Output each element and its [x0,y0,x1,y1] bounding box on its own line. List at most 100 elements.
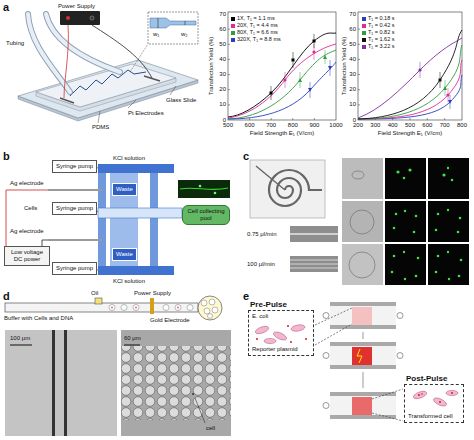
tick-label: 10 [219,101,226,108]
legend-swatch [362,17,366,21]
cell-space [408,387,460,413]
part-label: Gold Electrode [150,317,190,324]
legend-item: 320X, T₁ = 8.8 ms [231,36,281,43]
part-label: Tubing [6,40,24,47]
axis-title: Transfection Yield (%) [208,37,215,95]
tick-label: 500 [223,122,233,129]
inset-heading: Post-Pulse [404,374,464,384]
inset-heading: Pre-Pulse [248,300,314,310]
part-label: Buffer with Cells and DNA [4,315,73,322]
part-label: Glass Slide [166,97,196,104]
tick-label: 500 [405,122,415,129]
part-label: PDMS [92,124,109,131]
legend-text: T₁ = 0.42 s [368,22,394,28]
part-label: Ag electrode [10,180,44,187]
tick-label: 50 [349,41,356,48]
legend-item: 20X, T₁ = 4.4 ms [231,22,278,29]
tick-label: 700 [440,122,450,129]
syringe-pump: Syringe pump [52,202,97,215]
pre-pulse-inset: Pre-PulseE. coliReporter plasmid [248,300,314,356]
waste-reservoir: Waste [112,183,137,196]
tick-label: 400 [388,122,398,129]
inset-label: Transformed cell [408,413,460,420]
inset-label: E. coli [252,313,310,320]
part-label: cell [206,425,215,432]
legend-text: T₁ = 1.62 s [368,36,394,42]
tick-label: 60 [219,26,226,33]
legend-item: 80X, T₁ = 6.6 ms [231,29,278,36]
node-text: Syringe pump [56,205,93,212]
legend-swatch [231,31,235,35]
cell-space [252,320,310,346]
scale-label: 60 μm [124,335,141,342]
tick-label: 40 [349,56,356,63]
tick-label: 700 [266,122,276,129]
legend-item: T₁ = 1.62 s [362,36,394,43]
legend-text: T₁ = 0.82 s [368,29,394,35]
tick-label: 600 [245,122,255,129]
part-label: Power Supply [58,3,95,10]
tick-label: 10 [349,101,356,108]
part-label: Cells [24,205,37,212]
syringe-pump: Syringe pump [52,160,97,173]
dashed-frame: E. coliReporter plasmid [248,310,314,356]
scale-label: 100 μm [10,335,30,342]
legend-swatch [231,17,235,21]
axis-title: Field Strength E₁ (V/cm) [378,130,442,137]
legend-swatch [231,38,235,42]
legend-swatch [362,31,366,35]
tick-label: 70 [349,11,356,18]
dashed-frame: Transformed cell [404,384,464,423]
panel-letter: a [3,1,9,13]
legend-swatch [362,24,366,28]
part-label: Ag electrode [10,228,44,235]
part-label: KCl solution [113,155,145,162]
part-label: Pt Electrodes [128,110,164,117]
power-box: Low voltage DC power [4,246,50,266]
tick-label: 300 [370,122,380,129]
panel-letter: b [3,150,10,162]
node-text: Cell collecting pool [186,208,226,222]
tick-label: 40 [219,56,226,63]
tick-label: 30 [219,71,226,78]
legend-item: 1X, T₁ = 1.1 ms [231,15,275,22]
inset-label: Reporter plasmid [252,346,310,353]
dimension-label: w₁ [153,31,159,38]
panel-letter: c [243,150,249,162]
legend-text: 320X, T₁ = 8.8 ms [237,36,281,42]
legend-item: T₁ = 3.22 s [362,43,394,50]
flow-rate-label: 100 μl/min [247,261,275,268]
tick-label: 800 [288,122,298,129]
tick-label: 200 [353,122,363,129]
node-text: Syringe pump [56,265,93,272]
legend-item: T₁ = 0.18 s [362,15,394,22]
flow-rate-label: 0.75 μl/min [247,231,276,238]
legend-text: T₁ = 3.22 s [368,43,394,49]
tick-label: 20 [349,86,356,93]
tick-label: 70 [219,11,226,18]
collecting-pool: Cell collecting pool [182,205,230,225]
legend-text: 1X, T₁ = 1.1 ms [237,15,275,21]
node-text: Waste [116,186,133,193]
tick-label: 60 [349,26,356,33]
panel-letter: d [3,290,10,302]
panel-letter: e [243,290,249,302]
legend-swatch [362,38,366,42]
legend-item: T₁ = 0.82 s [362,29,394,36]
node-text: Waste [116,251,133,258]
tick-label: 30 [349,71,356,78]
waste-reservoir: Waste [112,248,137,261]
tick-label: 50 [219,41,226,48]
part-label: Oil [91,290,98,297]
tick-label: 20 [219,86,226,93]
axis-title: Field Strength E₁ (V/cm) [250,130,314,137]
part-label: Power Supply [134,290,171,297]
legend-item: T₁ = 0.42 s [362,22,394,29]
legend-text: 80X, T₁ = 6.6 ms [237,29,278,35]
legend-text: 20X, T₁ = 4.4 ms [237,22,278,28]
dimension-label: w₂ [181,31,188,38]
node-text: Syringe pump [56,163,93,170]
